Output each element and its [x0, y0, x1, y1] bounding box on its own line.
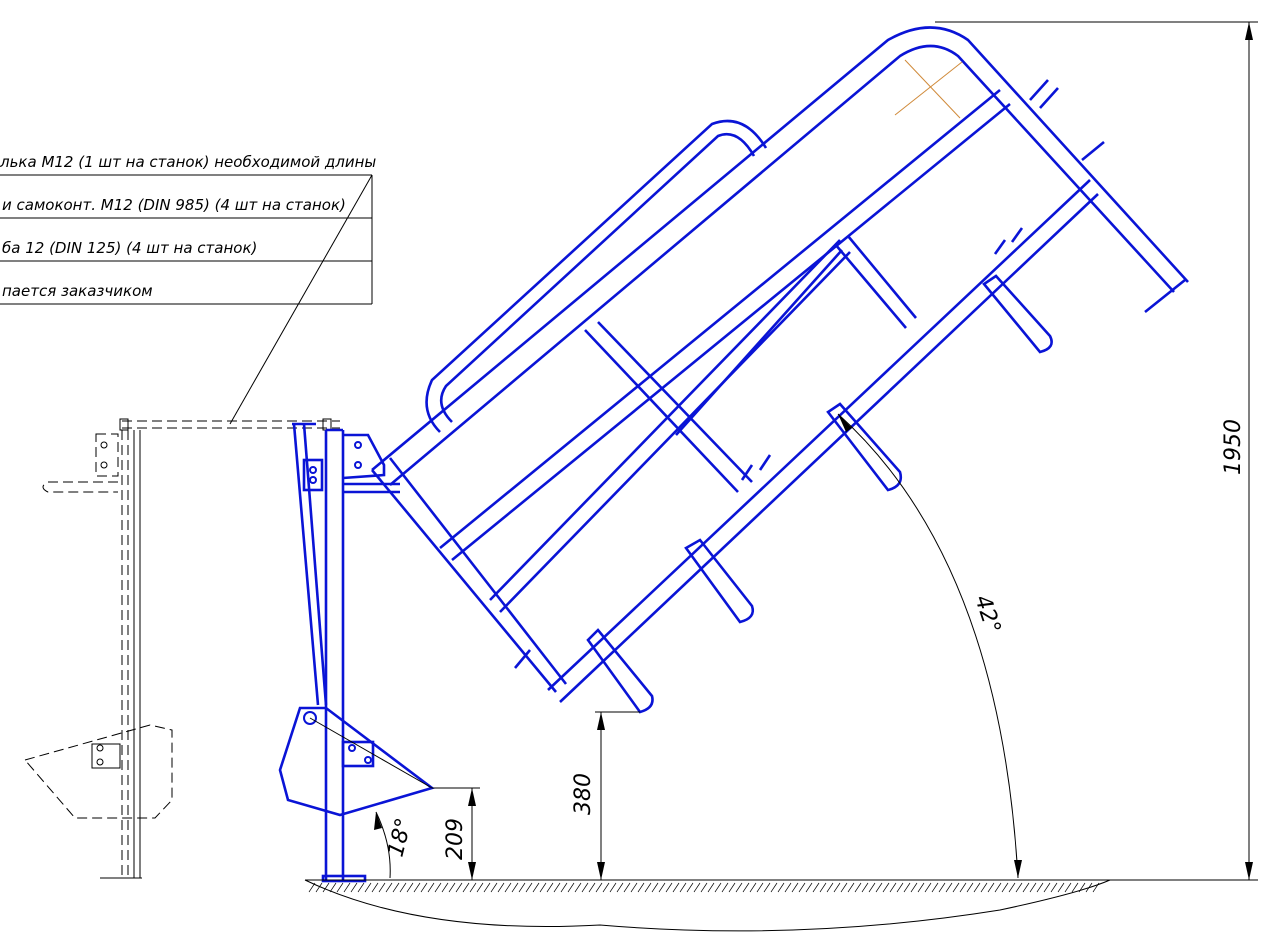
ground [304, 879, 1111, 932]
tilted-frame [370, 26, 1189, 714]
dim-pad-height: 209 [443, 818, 468, 860]
note-4: пается заказчиком [2, 282, 153, 300]
dim-lower-height: 380 [571, 773, 596, 815]
knee-pad [278, 706, 435, 817]
alternate-position-outline [24, 430, 173, 879]
dim-frame-angle: 42° [969, 592, 1005, 637]
note-3: ба 12 (DIN 125) (4 шт на станок) [2, 239, 257, 257]
dim-pad-angle: 18° [384, 816, 418, 860]
dim-overall-height: 1950 [1221, 419, 1246, 475]
dimensions: 1950 380 209 18° 42° [374, 21, 1258, 881]
notes-table: лька М12 (1 шт на станок) необходимой дл… [0, 153, 376, 425]
note-1: лька М12 (1 шт на станок) необходимой дл… [0, 153, 376, 171]
leader-line [229, 174, 373, 425]
centerline [904, 59, 961, 119]
note-2: и самоконт. М12 (DIN 985) (4 шт на стано… [2, 196, 346, 214]
